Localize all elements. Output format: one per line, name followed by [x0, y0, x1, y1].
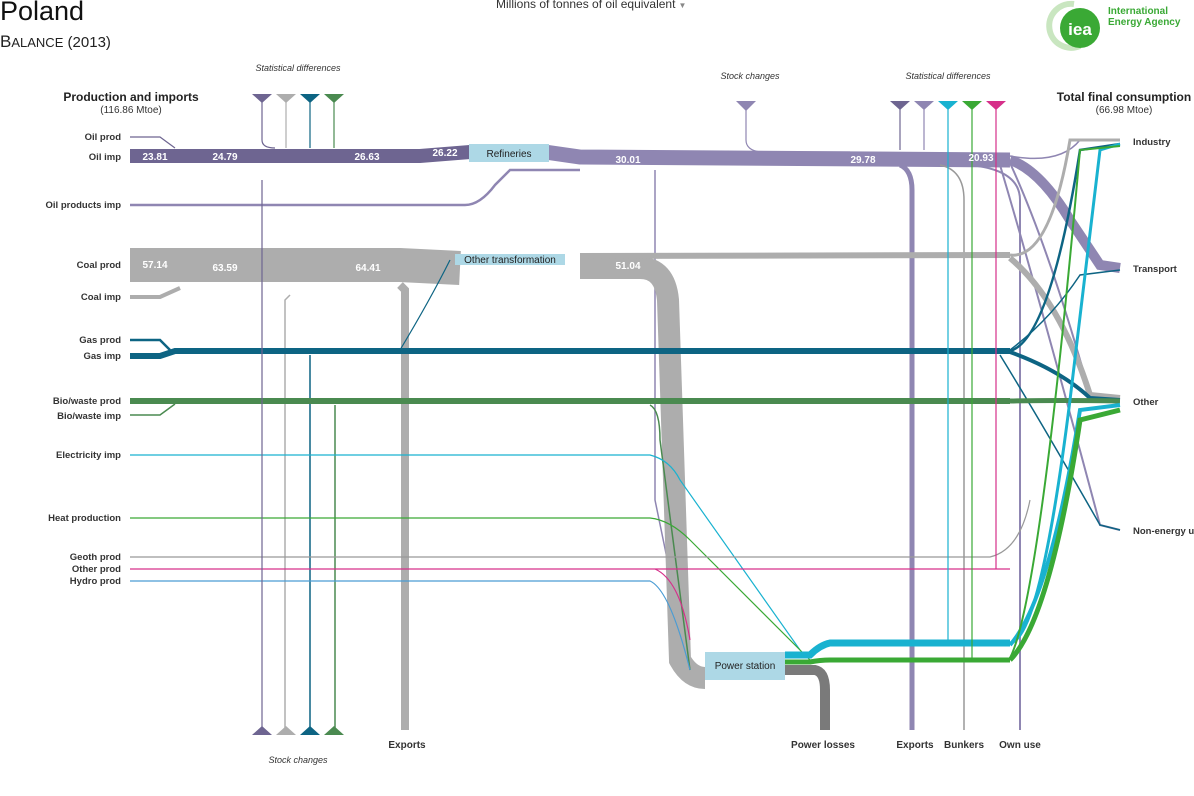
stock-change-marker-top[interactable]	[736, 101, 756, 111]
stat-diff-left-label: Statistical differences	[255, 63, 341, 73]
sink-label[interactable]: Exports	[896, 740, 934, 751]
oil-flow-value: 23.81	[142, 152, 167, 163]
source-label[interactable]: Coal imp	[81, 292, 121, 303]
source-label[interactable]: Coal prod	[77, 260, 122, 271]
coal-flow-value: 57.14	[142, 260, 167, 271]
other-transformation-node[interactable]	[455, 254, 565, 265]
logo-mark: iea	[1068, 20, 1092, 39]
stat-diff-right-marker-1[interactable]	[890, 101, 910, 110]
flows-layer	[130, 100, 1121, 730]
source-label[interactable]: Oil products imp	[46, 200, 122, 211]
stat-diff-right-marker-5[interactable]	[986, 101, 1006, 110]
source-label[interactable]: Electricity imp	[56, 450, 121, 461]
stock-change-marker-oil[interactable]	[252, 726, 272, 735]
left-heading: Production and imports	[63, 90, 199, 104]
sink-label[interactable]: Bunkers	[944, 740, 984, 751]
source-label[interactable]: Gas imp	[84, 351, 122, 362]
stat-diff-right-marker-3[interactable]	[938, 101, 958, 110]
sink-labels: Exports Power losses Exports Bunkers Own use	[388, 740, 1041, 751]
refineries-label: Refineries	[486, 149, 531, 160]
stock-change-marker-gas[interactable]	[300, 726, 320, 735]
refineries-node[interactable]	[469, 144, 549, 162]
stat-diff-marker-gas[interactable]	[300, 94, 320, 103]
source-label[interactable]: Geoth prod	[70, 552, 121, 563]
source-label[interactable]: Bio/waste imp	[57, 411, 121, 422]
right-total: (66.98 Mtoe)	[1096, 105, 1153, 116]
source-label[interactable]: Hydro prod	[70, 576, 121, 587]
consumption-label[interactable]: Non-energy u	[1133, 526, 1194, 537]
stat-diff-right-marker-4[interactable]	[962, 101, 982, 110]
power-station-label: Power station	[715, 661, 776, 672]
coal-value-labels: 57.14 63.59 64.41 51.04	[142, 260, 640, 274]
oil-flow-value: 20.93	[968, 153, 993, 164]
oil-flow-value: 29.78	[850, 155, 875, 166]
stat-diff-marker-coal[interactable]	[276, 94, 296, 103]
sink-label[interactable]: Power losses	[791, 740, 855, 751]
headings: Production and imports (116.86 Mtoe) Tot…	[63, 63, 1191, 765]
coal-flow-value: 63.59	[212, 263, 237, 274]
stock-change-marker-bio[interactable]	[324, 726, 344, 735]
oil-flow-value: 26.22	[432, 148, 457, 159]
other-transformation-label: Other transformation	[464, 255, 556, 266]
markers	[252, 94, 1006, 735]
stat-diff-right-label: Statistical differences	[905, 71, 991, 81]
units-dropdown[interactable]: Millions of tonnes of oil equivalent▼	[496, 0, 686, 11]
iea-logo: iea	[1046, 0, 1100, 51]
source-label[interactable]: Bio/waste prod	[53, 396, 121, 407]
consumption-label[interactable]: Industry	[1133, 137, 1171, 148]
coal-flow-value: 51.04	[615, 261, 640, 272]
source-label[interactable]: Other prod	[72, 564, 121, 575]
units-label: Millions of tonnes of oil equivalent	[496, 0, 676, 11]
right-heading: Total final consumption	[1057, 90, 1191, 104]
source-label[interactable]: Oil imp	[89, 152, 121, 163]
oil-flow-value: 26.63	[354, 152, 379, 163]
coal-flow-value: 64.41	[355, 263, 380, 274]
page-title: Poland	[0, 0, 85, 26]
oil-value-labels: 23.81 24.79 26.63 26.22 30.01 29.78 20.93	[142, 148, 993, 166]
page-subtitle: Balance (2013)	[0, 32, 111, 51]
oil-flow-value: 30.01	[615, 155, 640, 166]
stat-diff-marker-bio[interactable]	[324, 94, 344, 103]
consumption-label[interactable]: Other	[1133, 397, 1159, 408]
stat-diff-right-marker-2[interactable]	[914, 101, 934, 110]
chevron-down-icon: ▼	[678, 1, 687, 10]
sink-label[interactable]: Exports	[388, 740, 426, 751]
stock-changes-bottom-label: Stock changes	[268, 755, 328, 765]
left-total: (116.86 Mtoe)	[100, 105, 162, 116]
sink-label[interactable]: Own use	[999, 740, 1041, 751]
power-station-node[interactable]	[705, 652, 785, 680]
stat-diff-marker-oil[interactable]	[252, 94, 272, 103]
stock-change-marker-coal[interactable]	[276, 726, 296, 735]
source-label[interactable]: Gas prod	[79, 335, 121, 346]
nodes-layer: Refineries Other transformation Power st…	[455, 144, 785, 680]
source-label[interactable]: Oil prod	[85, 132, 122, 143]
oil-flow-value: 24.79	[212, 152, 237, 163]
stock-changes-top-label: Stock changes	[720, 71, 780, 81]
consumption-label[interactable]: Transport	[1133, 264, 1178, 275]
source-label[interactable]: Heat production	[48, 513, 121, 524]
